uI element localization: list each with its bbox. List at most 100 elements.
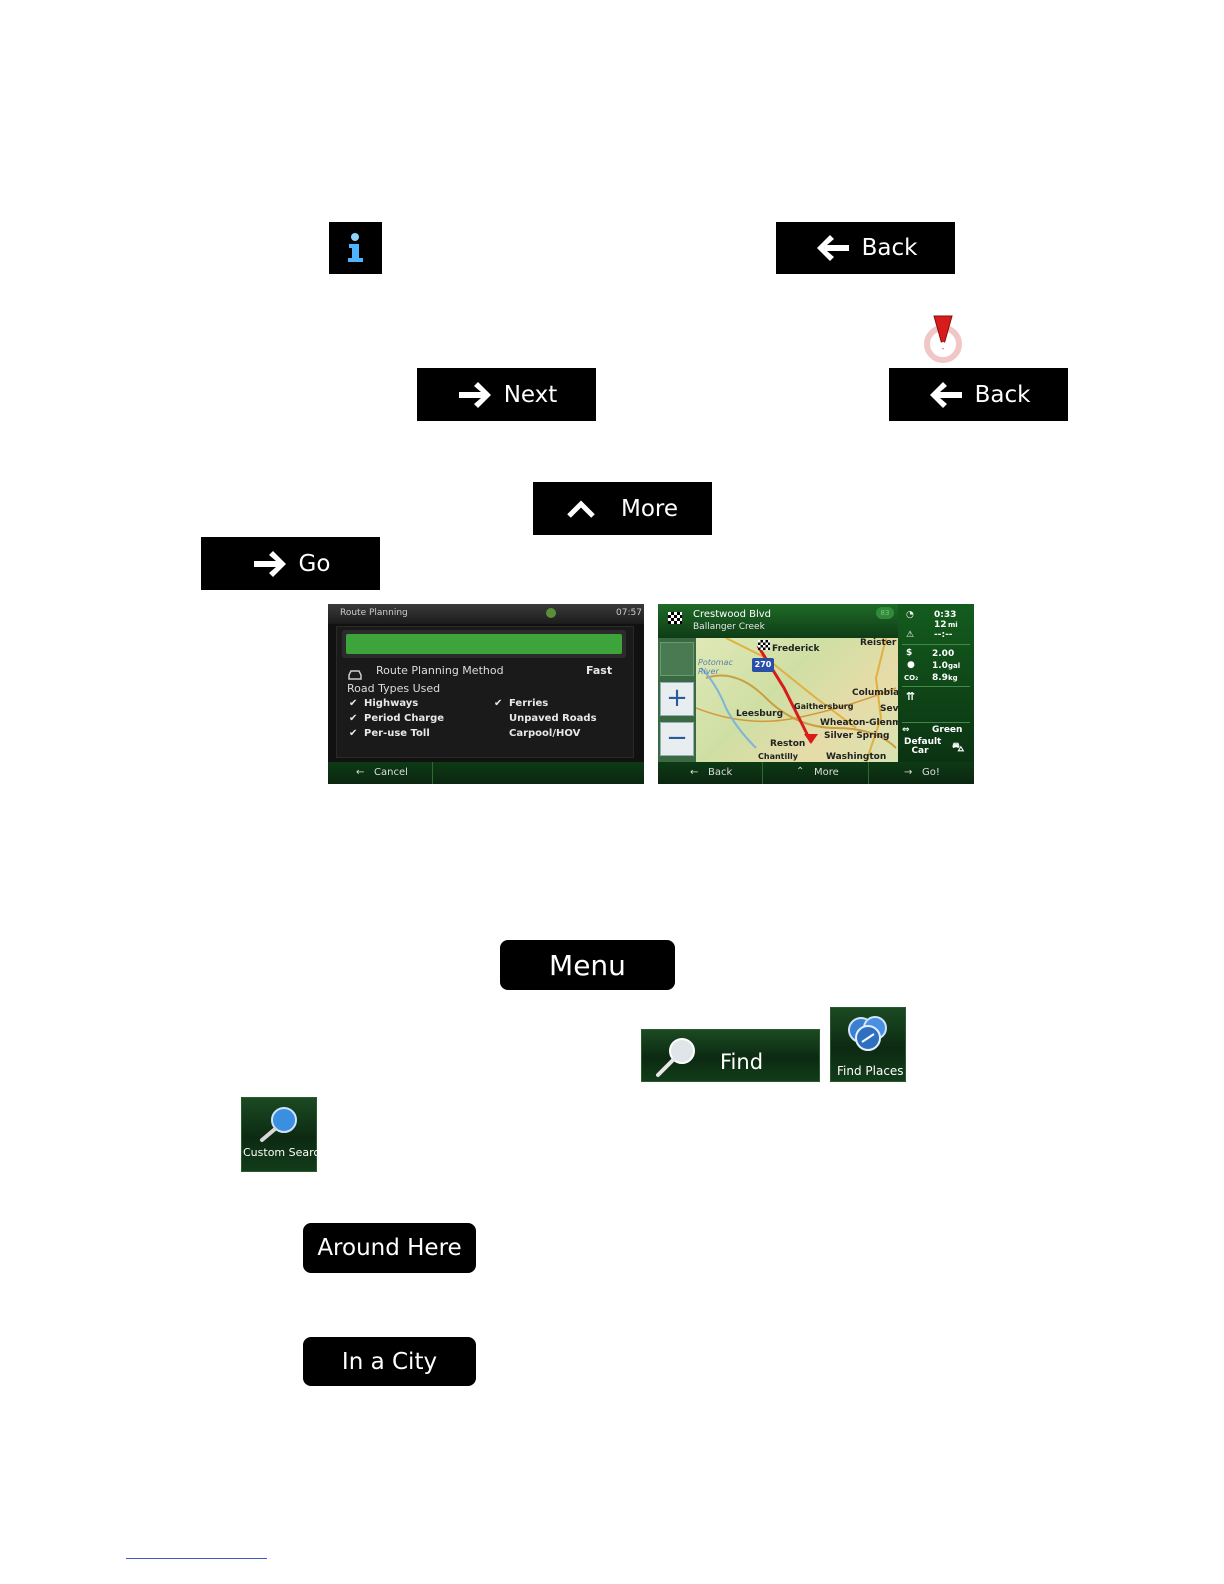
- around-here-button[interactable]: Around Here: [303, 1223, 476, 1273]
- back-button[interactable]: Back: [776, 222, 955, 274]
- place-label: Potomac River: [698, 658, 733, 676]
- place-label: Frederick: [772, 644, 820, 654]
- clock-icon: ◔: [906, 610, 914, 620]
- arrow-right-icon: [253, 550, 286, 577]
- route-distance: 12: [934, 620, 947, 630]
- road-type-highways[interactable]: Highways: [364, 698, 419, 709]
- more-button[interactable]: ⌃ More: [764, 762, 869, 784]
- route-type[interactable]: Green: [932, 725, 963, 735]
- in-a-city-button[interactable]: In a City: [303, 1337, 476, 1386]
- in-a-city-label: In a City: [341, 1348, 438, 1375]
- fuel-icon: ●: [907, 660, 915, 670]
- zoom-out-button[interactable]: −: [660, 722, 694, 756]
- gps-icon: [546, 608, 556, 618]
- info-icon[interactable]: [329, 222, 382, 274]
- place-label: Washington: [826, 752, 887, 762]
- menu-button-label: Menu: [549, 948, 626, 982]
- go-button[interactable]: → Go!: [870, 762, 974, 784]
- destination-area: Ballanger Creek: [693, 622, 765, 632]
- map-pin-icon: [922, 312, 964, 364]
- progress-bar: [342, 630, 626, 658]
- magnifier-icon: [656, 1038, 695, 1077]
- next-button[interactable]: Next: [417, 368, 596, 421]
- place-label: Silver Spring: [824, 731, 890, 741]
- screen-title: Route Planning: [340, 608, 408, 618]
- place-label: Columbia: [852, 688, 900, 698]
- back-button-label: Back: [861, 235, 918, 261]
- go-button[interactable]: Go: [201, 537, 380, 590]
- place-label: Chantilly: [758, 752, 798, 761]
- check-icon: ✔: [494, 698, 503, 709]
- arrow-left-icon: ←: [690, 767, 699, 778]
- chevron-up-icon: ⌃: [796, 766, 805, 777]
- back-button-label: Back: [974, 381, 1031, 408]
- menu-button[interactable]: Menu: [500, 940, 675, 990]
- route-map-screen: Crestwood Blvd Ballanger Creek 83 270 Fr…: [658, 604, 974, 784]
- cost-unit: $: [906, 648, 913, 658]
- check-icon: ✔: [349, 713, 358, 724]
- planning-method-label: Route Planning Method: [376, 664, 504, 677]
- map-view[interactable]: 270 Frederick Reister Potomac River Colu…: [696, 638, 902, 762]
- view-mode-button[interactable]: [660, 642, 694, 676]
- back-button[interactable]: Back: [889, 368, 1068, 421]
- go-button-label: Go: [298, 550, 331, 577]
- road-type-ferries[interactable]: Ferries: [509, 698, 549, 709]
- custom-search-icon: [260, 1107, 297, 1142]
- route-distance-unit: mi: [948, 621, 958, 629]
- destination-header: Crestwood Blvd Ballanger Creek 83: [658, 604, 898, 638]
- arrow-right-icon: [458, 381, 491, 408]
- cost-value: 2.00: [932, 649, 955, 659]
- screen-header: Route Planning 07:57: [328, 604, 644, 624]
- find-button[interactable]: Find: [641, 1029, 820, 1082]
- back-button[interactable]: ← Back: [658, 762, 763, 784]
- place-label: Reister: [860, 638, 897, 648]
- route-planning-screen: Route Planning 07:57 Route Planning Meth…: [328, 604, 644, 784]
- car-icon: [347, 666, 363, 680]
- road-type-carpool[interactable]: Carpool/HOV: [509, 728, 581, 739]
- find-button-label: Find: [720, 1050, 764, 1074]
- vehicle-type[interactable]: Default Car: [904, 737, 942, 756]
- co2-unit: kg: [948, 674, 958, 682]
- place-label: Leesburg: [736, 709, 784, 719]
- around-here-label: Around Here: [317, 1235, 462, 1261]
- more-button[interactable]: More: [533, 482, 712, 535]
- clock-time: 07:57: [616, 608, 642, 618]
- checkered-flag-icon: [758, 640, 770, 650]
- destination-street: Crestwood Blvd: [693, 609, 772, 620]
- place-label: Reston: [770, 739, 806, 749]
- fuel-value: 1.0: [932, 661, 948, 671]
- arrow-left-icon: [929, 381, 962, 408]
- road-type-period-charge[interactable]: Period Charge: [364, 713, 445, 724]
- find-places-label: Find Places: [837, 1064, 904, 1078]
- place-label: Sev: [880, 704, 899, 714]
- checkered-flag-icon: [668, 612, 682, 624]
- places-icon: [848, 1016, 887, 1051]
- arrow-right-icon: →: [904, 767, 913, 778]
- route-badge: 83: [876, 607, 894, 619]
- place-label: Gaithersburg: [794, 702, 854, 711]
- co2-label: CO₂: [904, 674, 919, 682]
- highway-shield: 270: [752, 658, 774, 672]
- find-places-button[interactable]: Find Places: [830, 1007, 906, 1082]
- chevron-up-icon: [567, 499, 595, 518]
- screen-footer: [658, 762, 974, 784]
- arrow-left-icon: [816, 235, 849, 261]
- more-button-label: More: [620, 495, 679, 522]
- road-icon: ⇈: [906, 690, 916, 703]
- planning-method-value[interactable]: Fast: [586, 664, 613, 677]
- check-icon: ✔: [349, 698, 358, 709]
- road-type-unpaved-roads[interactable]: Unpaved Roads: [509, 713, 597, 724]
- place-label: Wheaton-Glenm: [820, 718, 902, 728]
- road-types-label: Road Types Used: [347, 682, 441, 695]
- go-button-label: Go!: [922, 767, 940, 778]
- back-button-label: Back: [708, 767, 733, 778]
- custom-search-button[interactable]: Custom Search: [241, 1097, 326, 1172]
- arrow-left-icon: ←: [356, 767, 365, 778]
- map-controls: + −: [658, 638, 696, 762]
- zoom-in-button[interactable]: +: [660, 682, 694, 716]
- fuel-unit: gal: [948, 662, 961, 670]
- road-type-per-use-toll[interactable]: Per-use Toll: [364, 728, 430, 739]
- route-summary-panel: ◔ 0:33 12 mi ⚠ --:-- $ 2.00 ● 1.0 gal CO…: [898, 604, 974, 762]
- cancel-button[interactable]: ← Cancel: [328, 762, 433, 784]
- screen-footer: [328, 762, 644, 784]
